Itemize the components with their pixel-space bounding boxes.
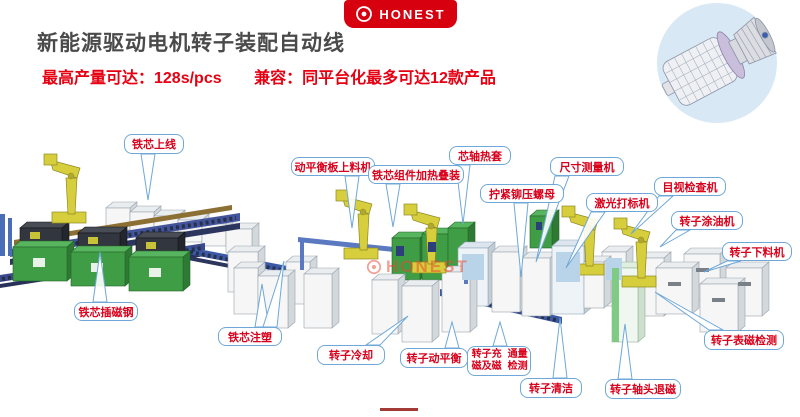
callout-rotor-cooling: 转子冷却: [317, 345, 385, 365]
logo-text: HONEST: [379, 6, 446, 22]
callout-shaft-heat-fitting: 芯轴热套: [449, 146, 511, 165]
callout-balance-plate-feeder: 动平衡板上料机: [291, 157, 375, 176]
callout-magnet-insertion: 铁芯插磁钢: [74, 302, 138, 321]
compatibility-text: 兼容：同平台化最多可达12款产品: [254, 70, 496, 87]
callout-rotor-unloading: 转子下料机: [722, 242, 792, 261]
callout-shaft-end-demagnetizing: 转子轴头退磁: [605, 379, 681, 399]
callout-core-assembly-heating: 铁芯组件加热叠装: [368, 165, 464, 184]
capacity-text: 最高产量可达：128s/pcs: [42, 70, 222, 87]
callout-rotor-cleaning: 转子清洁: [520, 378, 582, 398]
callout-dimension-measuring: 尺寸测量机: [550, 157, 624, 176]
callout-rotor-oiling: 转子涂油机: [671, 211, 743, 230]
subtitle: 最高产量可达：128s/pcs 兼容：同平台化最多可达12款产品: [42, 64, 496, 88]
rotor-product-image: [657, 3, 777, 123]
callout-core-injection: 铁芯注塑: [218, 327, 282, 346]
callout-surface-flux-testing: 转子表磁检测: [704, 330, 784, 350]
callout-core-loading: 铁芯上线: [124, 134, 184, 154]
callout-rotor-magnetizing-flux-test: 转子充磁及磁通量检测: [467, 346, 531, 376]
page-title: 新能源驱动电机转子装配自动线: [37, 32, 345, 55]
assembly-line-machines: [0, 153, 770, 343]
bottom-red-dash: [380, 408, 418, 411]
callout-rivet-nut-tightening: 拧紧铆压螺母: [480, 184, 564, 203]
callout-laser-marking: 激光打标机: [586, 193, 658, 212]
honest-logo: HONEST: [344, 0, 457, 28]
honest-logo-icon: [356, 6, 373, 22]
callout-visual-inspection: 目视检查机: [654, 177, 726, 196]
callout-rotor-balancing: 转子动平衡: [400, 348, 468, 368]
